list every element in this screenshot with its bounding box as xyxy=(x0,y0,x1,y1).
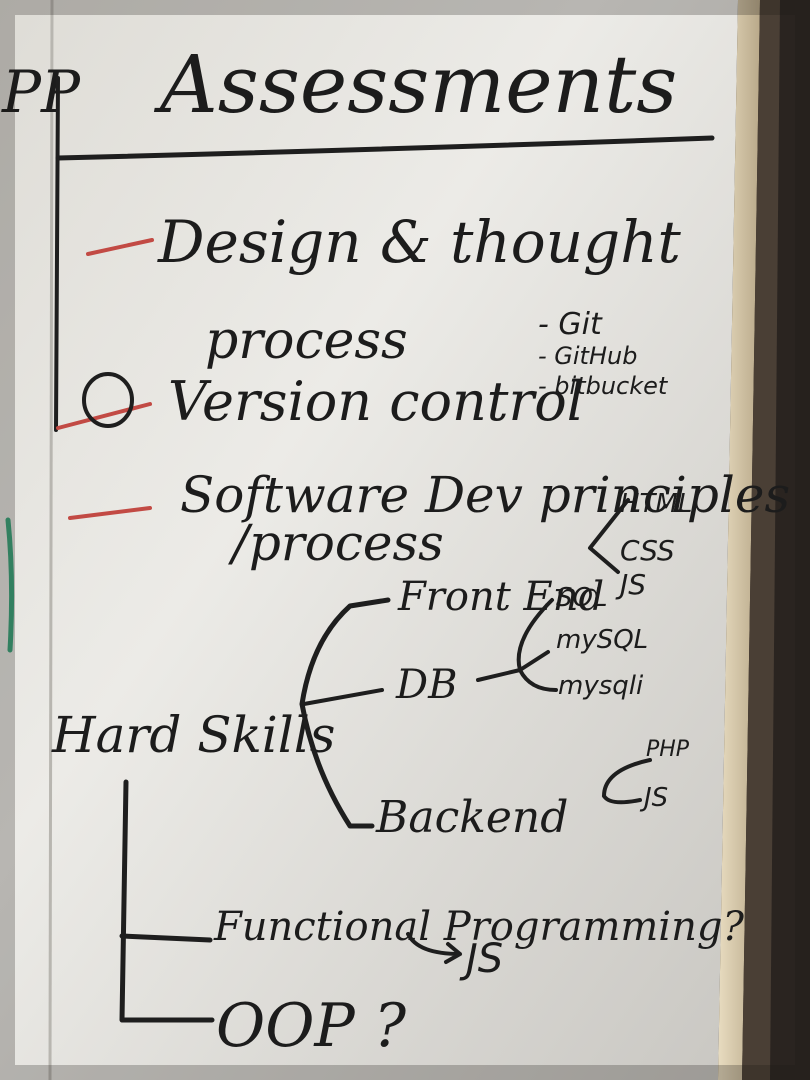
backend-item-js: JS xyxy=(639,783,668,813)
hard-skills-label: Hard Skills xyxy=(51,706,335,764)
oop-text: OOP ? xyxy=(216,991,407,1061)
front-end-item-css: CSS xyxy=(620,534,675,567)
functional-programming-text: Functional Programming? xyxy=(213,904,744,950)
functional-branch xyxy=(119,933,213,943)
red-bullet-version-control xyxy=(56,402,152,430)
functional-programming-note: JS xyxy=(459,936,503,982)
db-item-mysqli: mysqli xyxy=(558,671,644,701)
front-end-bracket xyxy=(588,498,630,574)
board-frame xyxy=(718,0,760,1080)
hard-skills-brace-mid xyxy=(302,688,384,706)
heading: Assessments xyxy=(153,38,677,131)
arrow-to-js xyxy=(406,932,462,964)
db-branches xyxy=(476,598,558,692)
db-item-mysql: mySQL xyxy=(556,625,648,655)
edge-letters: PP xyxy=(1,58,81,126)
red-bullet-software-dev xyxy=(68,506,152,520)
backend-item-php: PHP xyxy=(646,737,690,762)
version-control-item-bitbucket: - bitbucket xyxy=(538,372,669,400)
red-bullet-design xyxy=(86,238,154,256)
design-text: Design & thought xyxy=(157,208,682,276)
board-surface xyxy=(0,0,738,1080)
margin-line xyxy=(54,76,60,432)
design-cont-text: process xyxy=(205,311,408,371)
board-seam xyxy=(48,0,54,1080)
circle-bullet xyxy=(82,372,134,428)
version-control-item-github: - GitHub xyxy=(538,342,637,370)
front-end-item-html: HTML xyxy=(620,489,692,519)
backend-label: Backend xyxy=(375,792,568,843)
software-dev-text: Software Dev principles xyxy=(180,466,790,524)
green-marker-mark xyxy=(5,517,15,653)
version-control-text: Version control xyxy=(168,370,584,433)
hard-skills-stem xyxy=(119,779,215,1023)
db-label: DB xyxy=(395,662,457,708)
front-end-item-js: JS xyxy=(615,568,646,601)
db-item-sql: SQL xyxy=(556,583,607,613)
heading-underline xyxy=(55,135,715,161)
version-control-item-git: - Git xyxy=(538,307,603,342)
backend-bracket xyxy=(602,758,652,805)
board-frame-shadow xyxy=(742,0,780,1080)
software-dev-cont-text: /process xyxy=(228,514,444,572)
front-end-label: Front End xyxy=(397,574,604,620)
